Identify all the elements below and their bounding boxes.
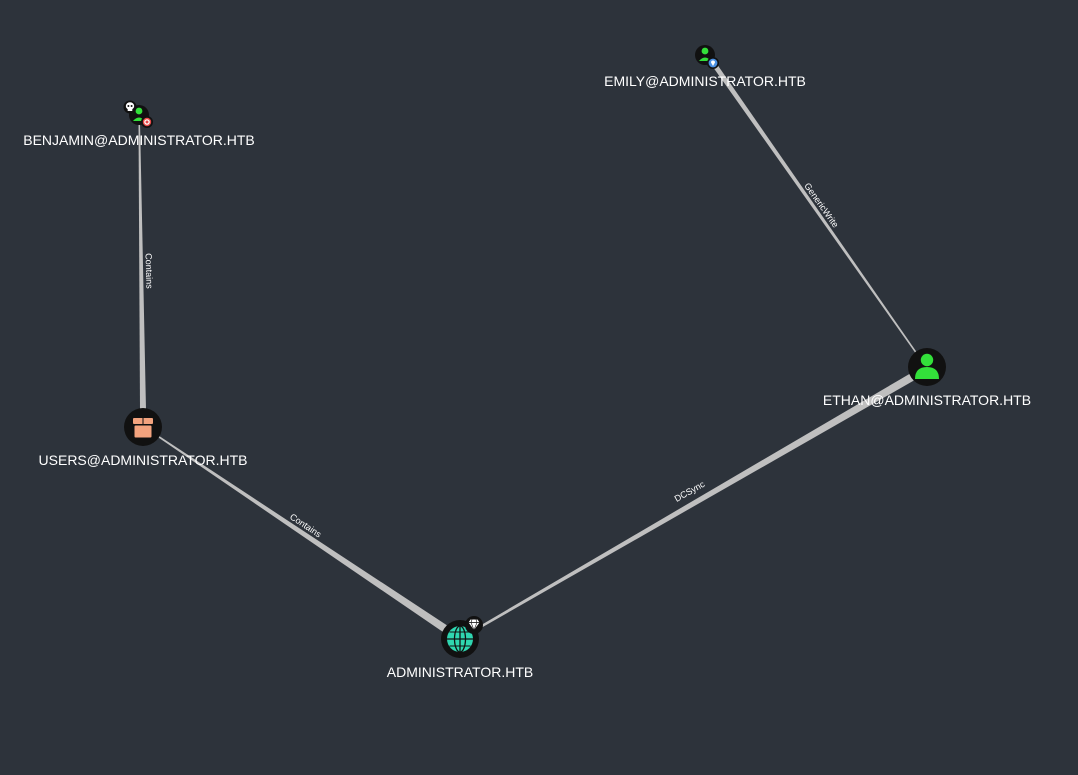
gem-icon xyxy=(465,616,483,634)
node-emily[interactable]: EMILY@ADMINISTRATOR.HTB xyxy=(604,45,806,89)
node-label: ETHAN@ADMINISTRATOR.HTB xyxy=(823,392,1031,408)
edge-line xyxy=(459,366,927,640)
target-icon xyxy=(141,116,153,128)
edge-line xyxy=(708,57,927,368)
edge-benjamin-contains-users[interactable]: Contains xyxy=(138,122,155,410)
node-label: BENJAMIN@ADMINISTRATOR.HTB xyxy=(23,132,255,148)
node-label: EMILY@ADMINISTRATOR.HTB xyxy=(604,73,806,89)
marker-icon xyxy=(707,57,719,69)
node-domain[interactable]: ADMINISTRATOR.HTB xyxy=(387,616,534,680)
node-label: ADMINISTRATOR.HTB xyxy=(387,664,534,680)
node-users[interactable]: USERS@ADMINISTRATOR.HTB xyxy=(39,408,248,468)
user-icon xyxy=(908,348,946,386)
node-benjamin[interactable]: BENJAMIN@ADMINISTRATOR.HTB xyxy=(23,100,255,149)
edge-line xyxy=(143,426,448,632)
edge-label-contains: Contains xyxy=(144,253,155,289)
skull-icon xyxy=(123,100,137,114)
node-ethan[interactable]: ETHAN@ADMINISTRATOR.HTB xyxy=(823,348,1031,408)
edge-line xyxy=(138,122,146,410)
box-icon xyxy=(124,408,162,446)
node-label: USERS@ADMINISTRATOR.HTB xyxy=(39,452,248,468)
